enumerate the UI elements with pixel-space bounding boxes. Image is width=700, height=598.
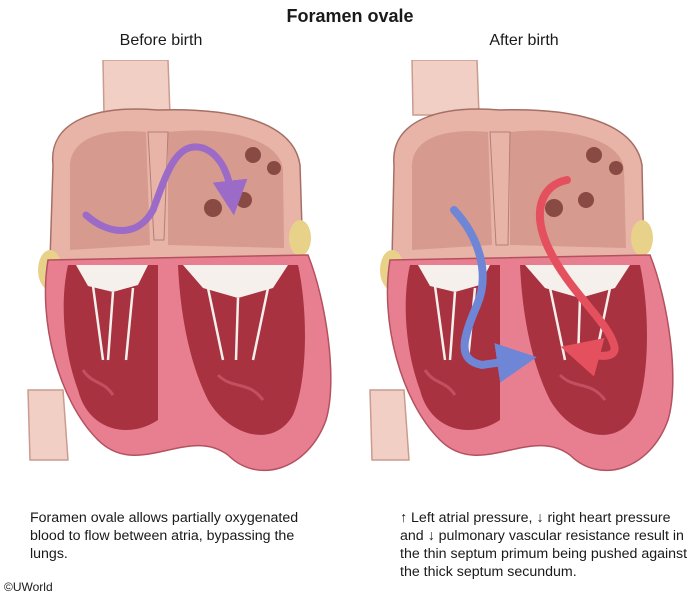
trabeculae [423,369,607,401]
pulmonary-vein-opening [578,192,594,208]
great-vessel [102,60,171,116]
before-birth-caption: Foramen ovale allows partially oxygenate… [30,510,299,562]
great-vessel [411,60,480,116]
lower-vessel [27,389,69,461]
before-birth-subtitle: Before birth [119,32,203,49]
epicardial-fat [631,220,653,256]
epicardial-fat [289,220,311,256]
tricuspid-valve [418,265,490,292]
pulmonary-vein-opening [609,161,623,175]
right-ventricle-cavity [63,265,158,430]
pulmonary-vein-opening [236,192,252,208]
pulmonary-vein-opening [204,199,222,217]
atrial-septum-closed [489,131,511,246]
pulmonary-vein-opening [545,199,563,217]
after-birth-subtitle: After birth [489,32,559,49]
lower-vessel [369,389,410,461]
diagram-title: Foramen ovale [286,6,414,26]
tricuspid-valve [76,265,148,292]
blue-arrow-icon [450,206,537,383]
left-ventricle-cavity [178,265,305,435]
pulmonary-vein-opening [586,147,602,163]
pulmonary-vein-opening [245,147,261,163]
right-atrium-cavity [411,131,492,250]
heart-before-birth-illustration [27,60,332,471]
pulmonary-vein-opening [267,161,281,175]
copyright-notice: ©UWorld [4,580,53,594]
heart-after-birth-illustration [369,60,674,471]
trabeculae [81,369,265,401]
chordae-tendineae [91,285,270,361]
red-arrow-icon [535,176,619,377]
after-birth-caption: ↑ Left atrial pressure, ↓ right heart pr… [400,510,688,580]
purple-curved-arrow-icon [82,143,248,234]
left-atrium-cavity [510,130,626,248]
